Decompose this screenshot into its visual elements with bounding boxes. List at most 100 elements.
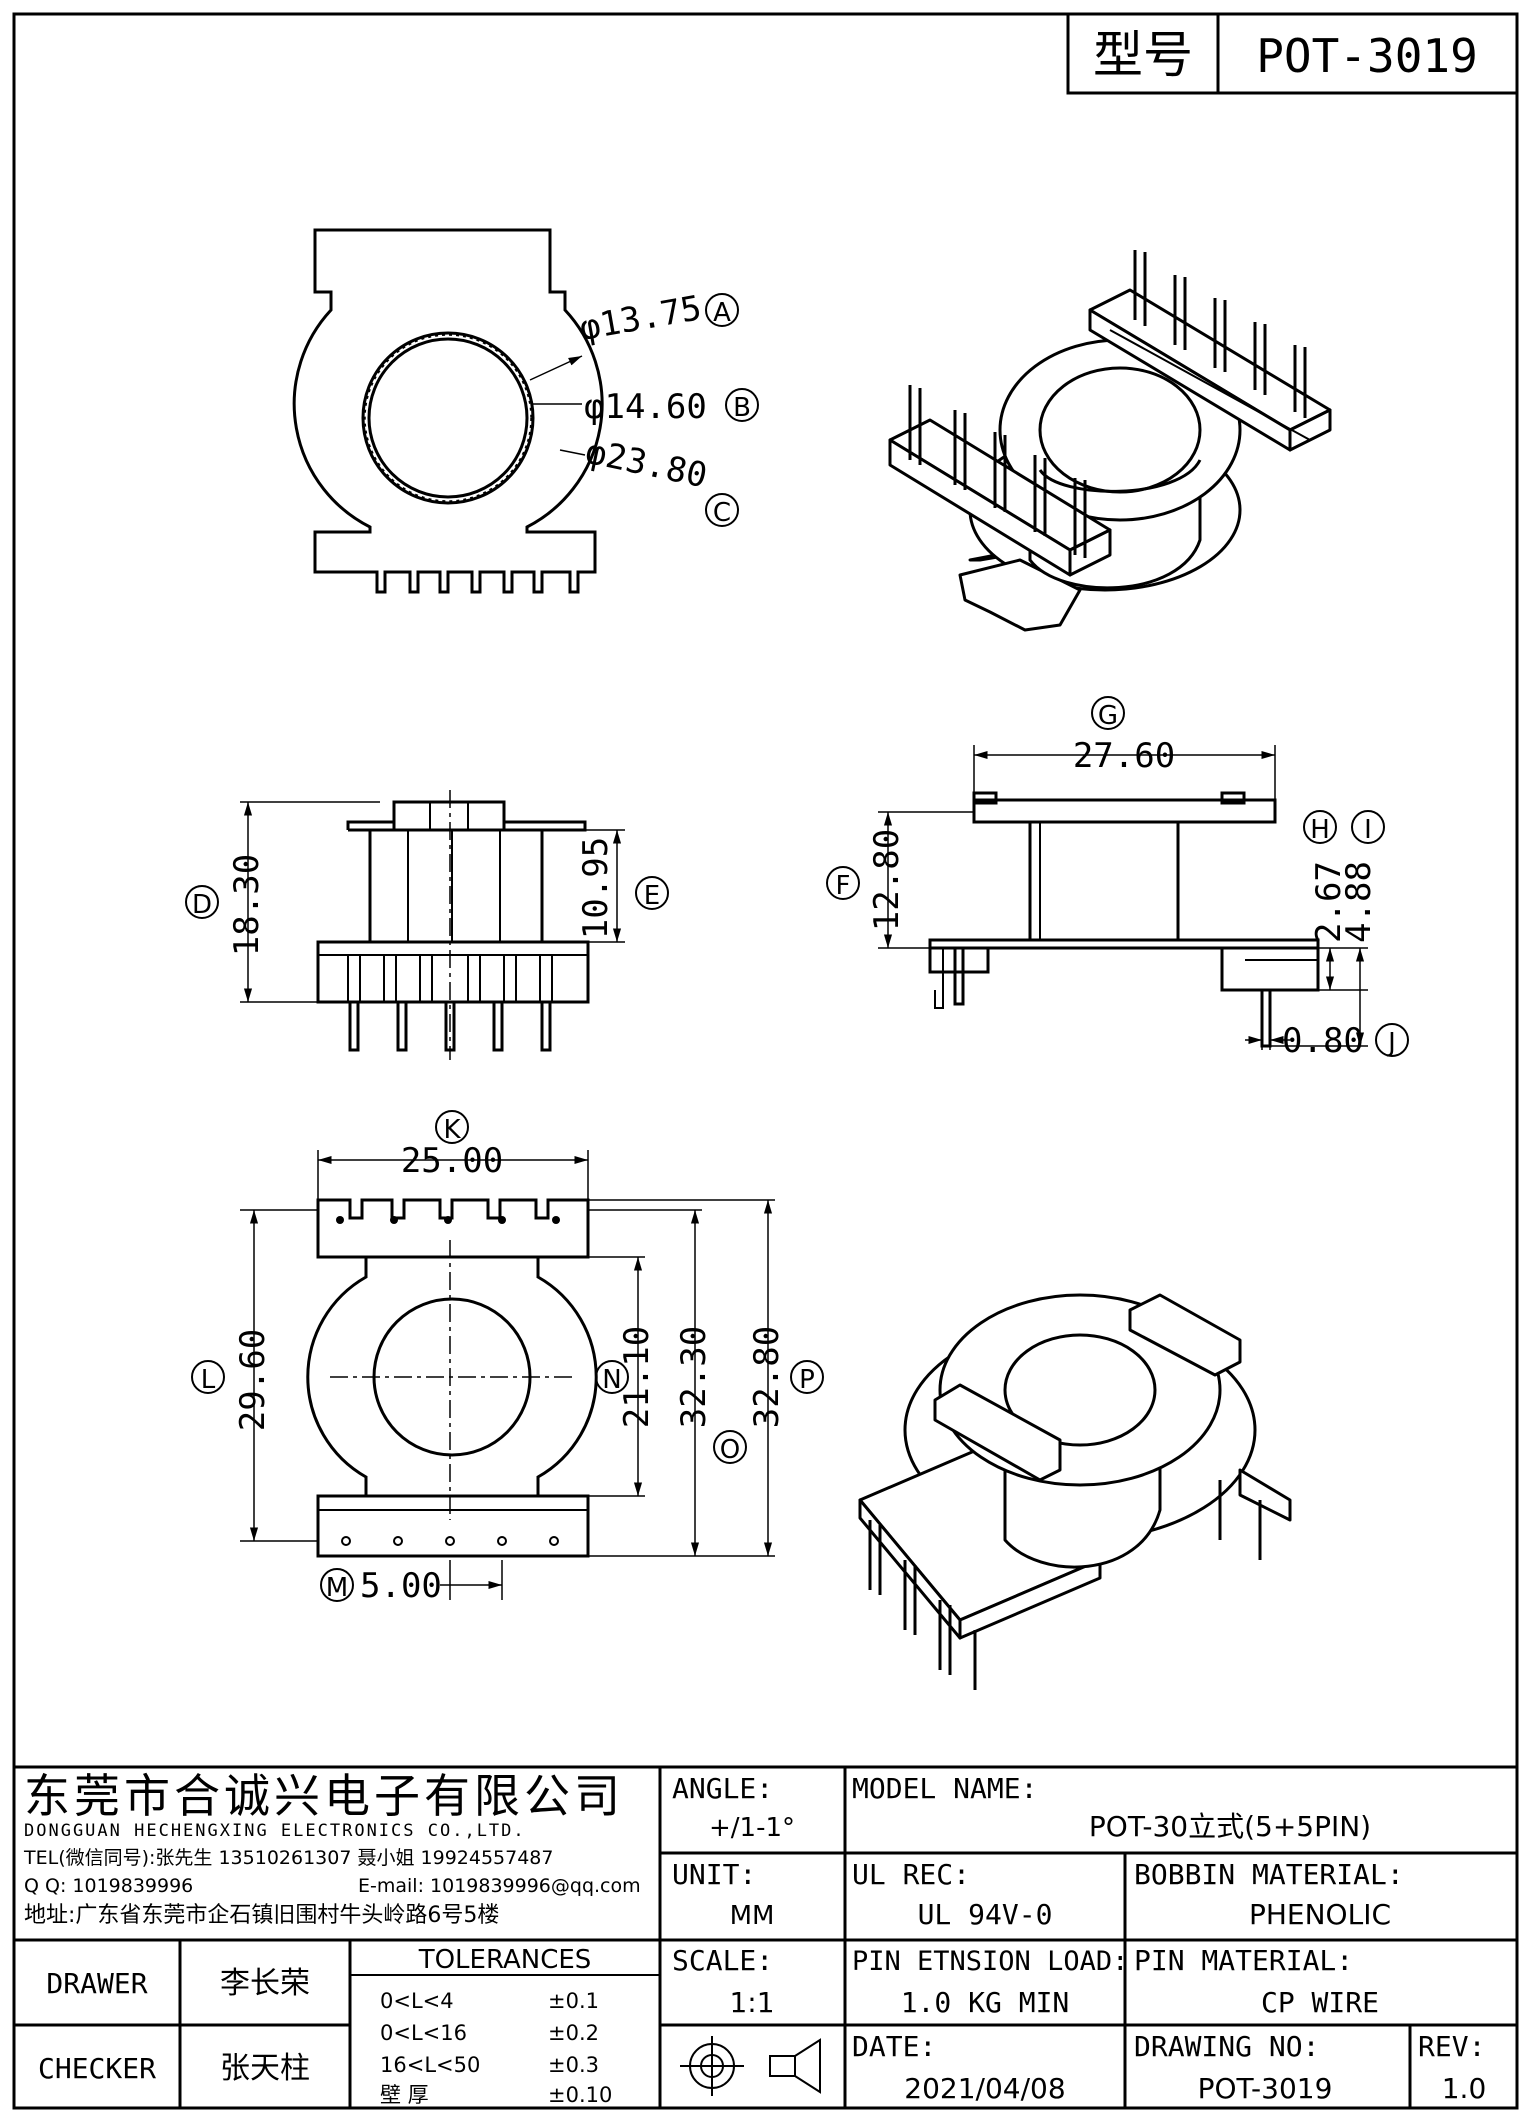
tolerance-value-2: ±0.2: [548, 2021, 599, 2045]
ref-i-label: I: [1364, 815, 1372, 845]
side-view: [878, 745, 1368, 1050]
leader-a: [529, 355, 583, 381]
model-name-label: MODEL NAME:: [852, 1772, 1037, 1805]
drawing-no-label: DRAWING NO:: [1134, 2030, 1319, 2063]
drawing-no-value: POT-3019: [1198, 2072, 1333, 2105]
date-label: DATE:: [852, 2030, 936, 2063]
dim-c-text: φ23.80: [582, 432, 710, 497]
dim-f-text: 12.80: [867, 829, 907, 931]
side-base-flange: [928, 938, 1320, 950]
scale-value: 1:1: [729, 1986, 774, 2019]
pin-material-value: CP WIRE: [1261, 1986, 1379, 2019]
ref-b-circle: [725, 388, 759, 422]
ref-e-label: E: [644, 881, 660, 911]
tolerance-range-2: 0<L<16: [380, 2021, 467, 2045]
date-value: 2021/04/08: [904, 2072, 1065, 2105]
bottom-pin-bar: [316, 1494, 590, 1558]
ref-a-circle: [705, 293, 739, 327]
angle-label: ANGLE:: [672, 1772, 773, 1805]
tolerance-range-3: 16<L<50: [380, 2053, 480, 2077]
ref-l-label: L: [201, 1365, 216, 1395]
model-name-value: POT-30立式(5+5PIN): [1089, 1810, 1371, 1843]
inner-bore-a: [367, 337, 529, 499]
top-view: [292, 228, 604, 594]
ref-c-label: C: [713, 498, 731, 528]
dim-p-text: 32.80: [747, 1326, 787, 1428]
front-view-dims: D 18.30 10.95 E: [185, 837, 669, 956]
bobbin-value: PHENOLIC: [1249, 1898, 1391, 1931]
ref-j-label: J: [1386, 1028, 1396, 1058]
pin-load-label: PIN ETNSION LOAD:: [852, 1946, 1128, 1977]
front-top-tab: [392, 800, 506, 832]
bore-hatch: [364, 334, 532, 502]
ref-f-label: F: [836, 871, 851, 901]
ul-value: UL 94V-0: [918, 1898, 1053, 1931]
front-pins: [348, 1000, 552, 1052]
angle-value: +/1-1°: [709, 1813, 795, 1843]
dim-o-text: 32.30: [674, 1326, 714, 1428]
bottom-view-dims: K 25.00 L 29.60 M 5.00 N 21.10 32.30 O 3…: [191, 1110, 824, 1606]
company-email: E-mail: 1019839996@qq.com: [358, 1875, 641, 1897]
front-view: [240, 790, 625, 1060]
side-top-flange: [972, 798, 1277, 824]
tolerance-range-4: 壁 厚: [380, 2083, 429, 2107]
ref-n-label: N: [602, 1365, 621, 1395]
company-qq: Q Q: 1019839996: [24, 1875, 193, 1897]
projection-symbol-icon: [680, 2036, 821, 2096]
dim-m-text: 5.00: [360, 1566, 442, 1606]
side-view-dims: G 27.60 F 12.80 2.67 4.88 H I 0.80 J: [826, 696, 1409, 1061]
model-box-label: 型号: [1093, 26, 1193, 84]
bottom-view: [240, 1150, 775, 1600]
top-view-outline: [292, 228, 604, 594]
isometric-view-top: [888, 250, 1332, 632]
ref-m-label: M: [326, 1573, 348, 1603]
ref-p-label: P: [799, 1365, 815, 1395]
model-box-value: POT-3019: [1256, 29, 1478, 83]
bottom-top-bar: [316, 1198, 590, 1259]
unit-label: UNIT:: [672, 1858, 756, 1891]
unit-value: MM: [730, 1901, 775, 1931]
ref-b-label: B: [733, 393, 751, 423]
ref-k-label: K: [443, 1115, 461, 1145]
ref-g-label: G: [1098, 701, 1118, 731]
dim-n-text: 21.10: [617, 1326, 657, 1428]
tolerance-range-1: 0<L<4: [380, 1989, 454, 2013]
drawer-label: DRAWER: [46, 1967, 147, 2000]
tolerance-value-4: ±0.10: [548, 2083, 612, 2107]
ref-d-label: D: [192, 890, 212, 920]
tolerance-value-1: ±0.1: [548, 1989, 599, 2013]
company-name-en: DONGGUAN HECHENGXING ELECTRONICS CO.,LTD…: [24, 1821, 526, 1841]
dim-l-text: 29.60: [233, 1329, 273, 1431]
dim-d-text: 18.30: [227, 854, 267, 956]
front-base: [316, 940, 590, 1004]
company-tel: TEL(微信同号):张先生 13510261307 聂小姐 1992455748…: [23, 1847, 554, 1869]
inner-bore-b: [361, 331, 535, 505]
checker-value: 张天柱: [220, 2051, 310, 2086]
tolerances-label: TOLERANCES: [418, 1945, 592, 1975]
ref-c-circle: [705, 493, 739, 527]
pin-material-label: PIN MATERIAL:: [1134, 1944, 1353, 1977]
dim-k-text: 25.00: [401, 1141, 503, 1181]
company-name-cn: 东莞市合诚兴电子有限公司: [24, 1769, 624, 1823]
rev-label: REV:: [1418, 2030, 1485, 2063]
drawer-value: 李长荣: [220, 1966, 310, 2001]
front-core: [368, 828, 544, 944]
ref-a-label: A: [713, 298, 731, 328]
dim-e-text: 10.95: [576, 837, 616, 939]
dim-j-text: 0.80: [1282, 1021, 1364, 1061]
bobbin-label: BOBBIN MATERIAL:: [1134, 1858, 1404, 1891]
ref-o-label: O: [720, 1435, 740, 1465]
model-box: 型号 POT-3019: [1066, 14, 1517, 95]
leader-c: [559, 449, 586, 456]
title-block-text: 东莞市合诚兴电子有限公司 DONGGUAN HECHENGXING ELECTR…: [23, 1769, 1486, 2107]
tolerance-value-3: ±0.3: [548, 2053, 599, 2077]
sheet-border: [12, 12, 1519, 2110]
dim-h-text: 2.67: [1309, 861, 1349, 943]
isometric-view-bottom: [858, 1293, 1292, 1690]
dim-a-text: φ13.75: [577, 288, 705, 349]
scale-label: SCALE:: [672, 1944, 773, 1977]
dim-b-text: φ14.60: [584, 387, 707, 427]
rev-value: 1.0: [1442, 2072, 1487, 2105]
dim-g-text: 27.60: [1073, 736, 1175, 776]
